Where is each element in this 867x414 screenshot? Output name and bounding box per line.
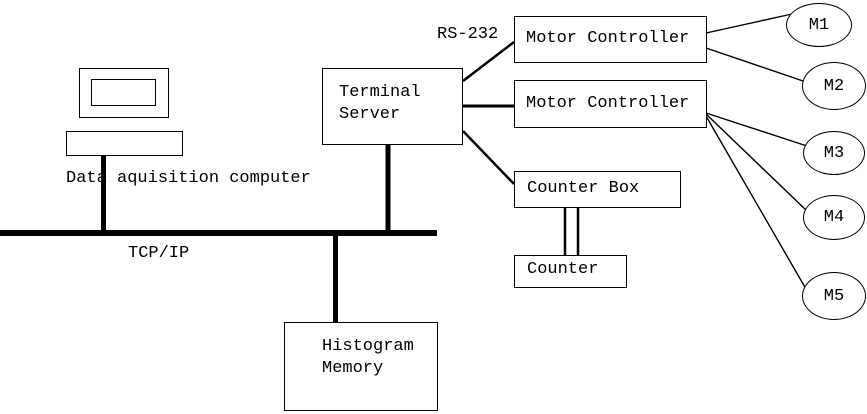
motor-m1-label: M1 bbox=[808, 15, 830, 35]
link-counter-box-line bbox=[462, 130, 515, 185]
mc2-to-m4-line bbox=[705, 113, 808, 212]
motor-m2-label: M2 bbox=[823, 76, 845, 96]
counter-node: Counter bbox=[514, 255, 627, 288]
motor-m3-node: M3 bbox=[803, 131, 865, 175]
rs232-link-motor-controller-1-line bbox=[462, 41, 515, 82]
motor-m1-node: M1 bbox=[786, 3, 852, 47]
motor-m3-label: M3 bbox=[823, 143, 845, 163]
tcp-ip-bus-label: TCP/IP bbox=[128, 244, 190, 263]
data-acquisition-computer-label: Data aquisition computer bbox=[66, 169, 311, 188]
motor-m4-node: M4 bbox=[803, 195, 865, 240]
rs232-label: RS-232 bbox=[437, 25, 499, 44]
counter-box-node: Counter Box bbox=[514, 171, 681, 208]
mc1-to-m1-line bbox=[705, 13, 793, 34]
motor-controller-2-node: Motor Controller bbox=[514, 80, 707, 128]
motor-m5-node: M5 bbox=[802, 272, 866, 320]
computer-keyboard-icon bbox=[66, 131, 183, 156]
motor-m4-label: M4 bbox=[823, 208, 845, 227]
histogram-memory-node: Histogram Memory bbox=[284, 322, 438, 411]
mc2-to-m5-line bbox=[705, 115, 807, 290]
motor-m5-label: M5 bbox=[823, 286, 845, 306]
motor-controller-1-node: Motor Controller bbox=[514, 16, 707, 63]
mc1-to-m2-line bbox=[705, 47, 807, 83]
computer-screen-icon bbox=[91, 79, 156, 106]
mc2-to-m3-line bbox=[705, 112, 808, 147]
computer-monitor-icon bbox=[79, 68, 169, 118]
terminal-server-node: Terminal Server bbox=[322, 68, 463, 145]
motor-m2-node: M2 bbox=[802, 62, 866, 110]
